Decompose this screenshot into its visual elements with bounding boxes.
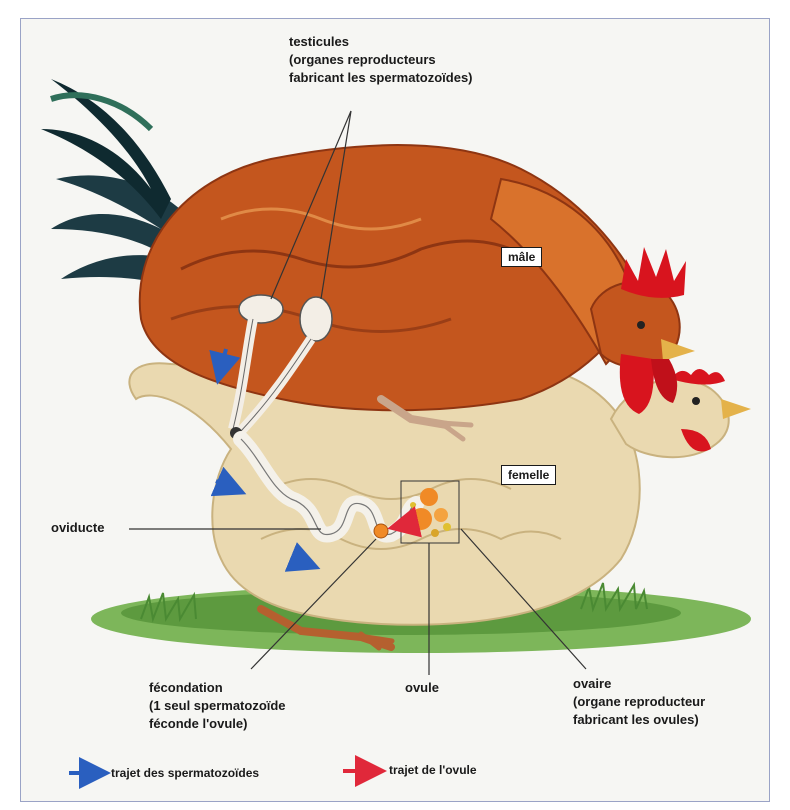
fecondation-desc-2: féconde l'ovule) xyxy=(149,715,286,733)
ovaire-desc-2: fabricant les ovules) xyxy=(573,711,705,729)
label-ovaire: ovaire (organe reproducteur fabricant le… xyxy=(573,675,705,729)
ovaire-title: ovaire xyxy=(573,675,705,693)
diagram-frame: testicules (organes reproducteurs fabric… xyxy=(20,18,770,802)
ovaire-desc-1: (organe reproducteur xyxy=(573,693,705,711)
label-fecondation: fécondation (1 seul spermatozoïde fécond… xyxy=(149,679,286,733)
tag-femelle: femelle xyxy=(501,465,556,485)
label-oviducte: oviducte xyxy=(51,519,104,537)
fecondation-desc-1: (1 seul spermatozoïde xyxy=(149,697,286,715)
testicules-desc-1: (organes reproducteurs xyxy=(289,51,473,69)
label-ovule: ovule xyxy=(405,679,439,697)
legend-sperm-label: trajet des spermatozoïdes xyxy=(111,764,259,782)
fecondation-title: fécondation xyxy=(149,679,286,697)
tag-male: mâle xyxy=(501,247,542,267)
legend-ovule-label: trajet de l'ovule xyxy=(389,761,477,779)
testicules-title: testicules xyxy=(289,33,473,51)
label-testicules: testicules (organes reproducteurs fabric… xyxy=(289,33,473,87)
testicules-desc-2: fabricant les spermatozoïdes) xyxy=(289,69,473,87)
